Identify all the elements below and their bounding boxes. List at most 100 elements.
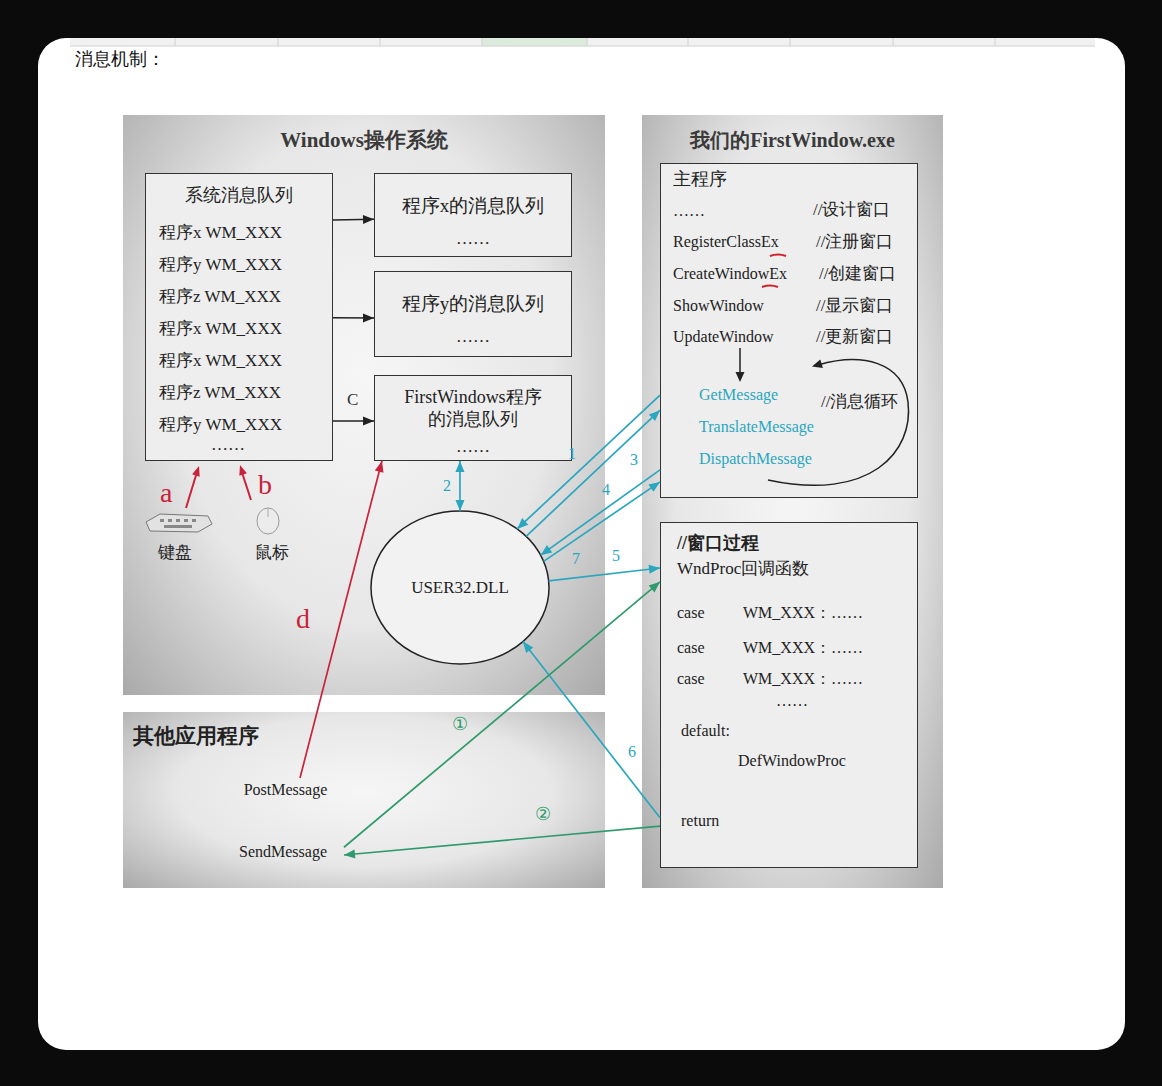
arrow-line — [333, 317, 374, 319]
arrow-head — [375, 461, 384, 473]
message-arrow — [523, 642, 660, 818]
edge-label: 7 — [572, 549, 580, 568]
node-text: …… — [776, 691, 808, 710]
message-arrow — [333, 215, 374, 224]
node-text: …… — [375, 327, 571, 347]
node-text: …… — [375, 437, 571, 457]
node-text: case — [677, 669, 705, 688]
keyboard-arrow — [186, 466, 200, 508]
edge-label: 1 — [568, 444, 576, 463]
arrow-line — [523, 642, 660, 818]
app-queue-box: 程序x的消息队列 …… — [374, 173, 572, 257]
node-text: //注册窗口 — [816, 232, 893, 252]
message-arrow — [526, 410, 660, 536]
arrow-head — [517, 518, 528, 529]
node-text: default: — [681, 721, 730, 740]
node-text: case — [677, 603, 705, 622]
callout-label: 鼠标 — [255, 543, 289, 563]
node-text: Windows操作系统 — [123, 128, 605, 153]
arrow-head — [649, 582, 660, 593]
dll-circle: USER32.DLL — [370, 510, 550, 665]
message-arrow — [344, 826, 660, 858]
node-text: //设计窗口 — [813, 200, 890, 220]
node-text: 程序y WM_XXX — [159, 255, 282, 275]
edge-label: 5 — [612, 546, 620, 565]
arrow-head — [363, 215, 374, 224]
node-text: UpdateWindow — [673, 327, 774, 346]
node-text: //显示窗口 — [816, 296, 893, 316]
node-text: USER32.DLL — [370, 578, 550, 598]
red-mark — [770, 255, 786, 257]
edge-label: C — [347, 390, 358, 410]
arrow-line — [544, 482, 660, 561]
app-queue-box: FirstWindows程序 的消息队列 …… — [374, 375, 572, 461]
edge-label: 6 — [628, 742, 636, 761]
arrow-head — [649, 565, 660, 574]
arrow-line — [549, 568, 660, 581]
node-text: 程序x的消息队列 — [375, 195, 571, 218]
node-text: WndProc回调函数 — [677, 559, 809, 579]
message-arrow — [300, 461, 384, 778]
node-text: 程序x WM_XXX — [159, 351, 282, 371]
node-text: WM_XXX：…… — [743, 603, 863, 622]
circle-shape — [371, 511, 549, 664]
message-arrow — [549, 565, 660, 581]
other-apps-panel: 其他应用程序PostMessageSendMessage — [123, 712, 605, 888]
node-text: GetMessage — [699, 385, 778, 404]
app-queue-box: 程序y的消息队列 …… — [374, 271, 572, 357]
api-call: PostMessage — [228, 778, 343, 802]
node-text: //窗口过程 — [677, 533, 759, 555]
window-proc-box: //窗口过程WndProc回调函数caseWM_XXX：……caseWM_XXX… — [660, 522, 918, 868]
arrow-head — [541, 545, 553, 555]
flow-arrow — [736, 348, 745, 382]
node-text: SendMessage — [222, 842, 344, 861]
arrow-line — [526, 410, 660, 536]
node-text: 程序x WM_XXX — [159, 319, 282, 339]
api-call: SendMessage — [222, 840, 344, 864]
message-loop-curve — [768, 360, 909, 486]
node-text: RegisterClassEx — [673, 232, 779, 251]
node-text: 程序y的消息队列 — [375, 293, 571, 316]
callout-label: 键盘 — [158, 543, 192, 563]
node-text: FirstWindows程序 的消息队列 — [383, 387, 563, 430]
edge-label: ① — [452, 714, 468, 736]
red-mark — [762, 286, 778, 288]
node-text: 系统消息队列 — [146, 185, 332, 207]
os-panel: Windows操作系统系统消息队列程序x WM_XXX 程序y WM_XXX 程序z… — [123, 115, 605, 695]
mouse-arrow — [239, 465, 251, 500]
node-text: DefWindowProc — [738, 751, 846, 770]
node-text: 程序x WM_XXX — [159, 223, 282, 243]
message-arrow — [517, 395, 660, 529]
node-text: DispatchMessage — [699, 449, 812, 468]
arrow-head — [455, 500, 464, 511]
node-text: 程序z WM_XXX — [159, 287, 281, 307]
system-queue-box: 系统消息队列程序x WM_XXX 程序y WM_XXX 程序z WM_XXX 程序x … — [145, 173, 333, 461]
edge-label: 4 — [602, 480, 610, 499]
node-text: ShowWindow — [673, 296, 764, 315]
node-text: 主程序 — [673, 169, 727, 191]
arrow-head — [648, 482, 660, 492]
node-text: WM_XXX：…… — [743, 638, 863, 657]
node-text: //更新窗口 — [816, 327, 893, 347]
arrow-line — [459, 461, 461, 511]
node-text: PostMessage — [228, 780, 343, 799]
message-arrow — [541, 470, 660, 555]
node-text: TranslateMessage — [699, 417, 814, 436]
node-text: …… — [375, 229, 571, 249]
arrow-head — [455, 461, 464, 472]
node-text: …… — [673, 201, 705, 220]
sheet-header-strip — [70, 38, 1095, 46]
edge-label: ② — [535, 804, 551, 826]
node-text: WM_XXX：…… — [743, 669, 863, 688]
arrow-line — [344, 826, 660, 855]
arrow-head — [649, 410, 660, 421]
main-program-box: 主程序……//设计窗口RegisterClassEx//注册窗口CreateWi… — [660, 163, 918, 498]
callout-label: b — [258, 468, 272, 502]
node-text: //消息循环 — [821, 392, 898, 412]
node-text: …… — [211, 435, 245, 455]
message-arrow — [455, 461, 464, 511]
arrow-head — [363, 313, 374, 322]
message-arrow — [344, 582, 660, 847]
edge-label: 2 — [443, 476, 451, 495]
